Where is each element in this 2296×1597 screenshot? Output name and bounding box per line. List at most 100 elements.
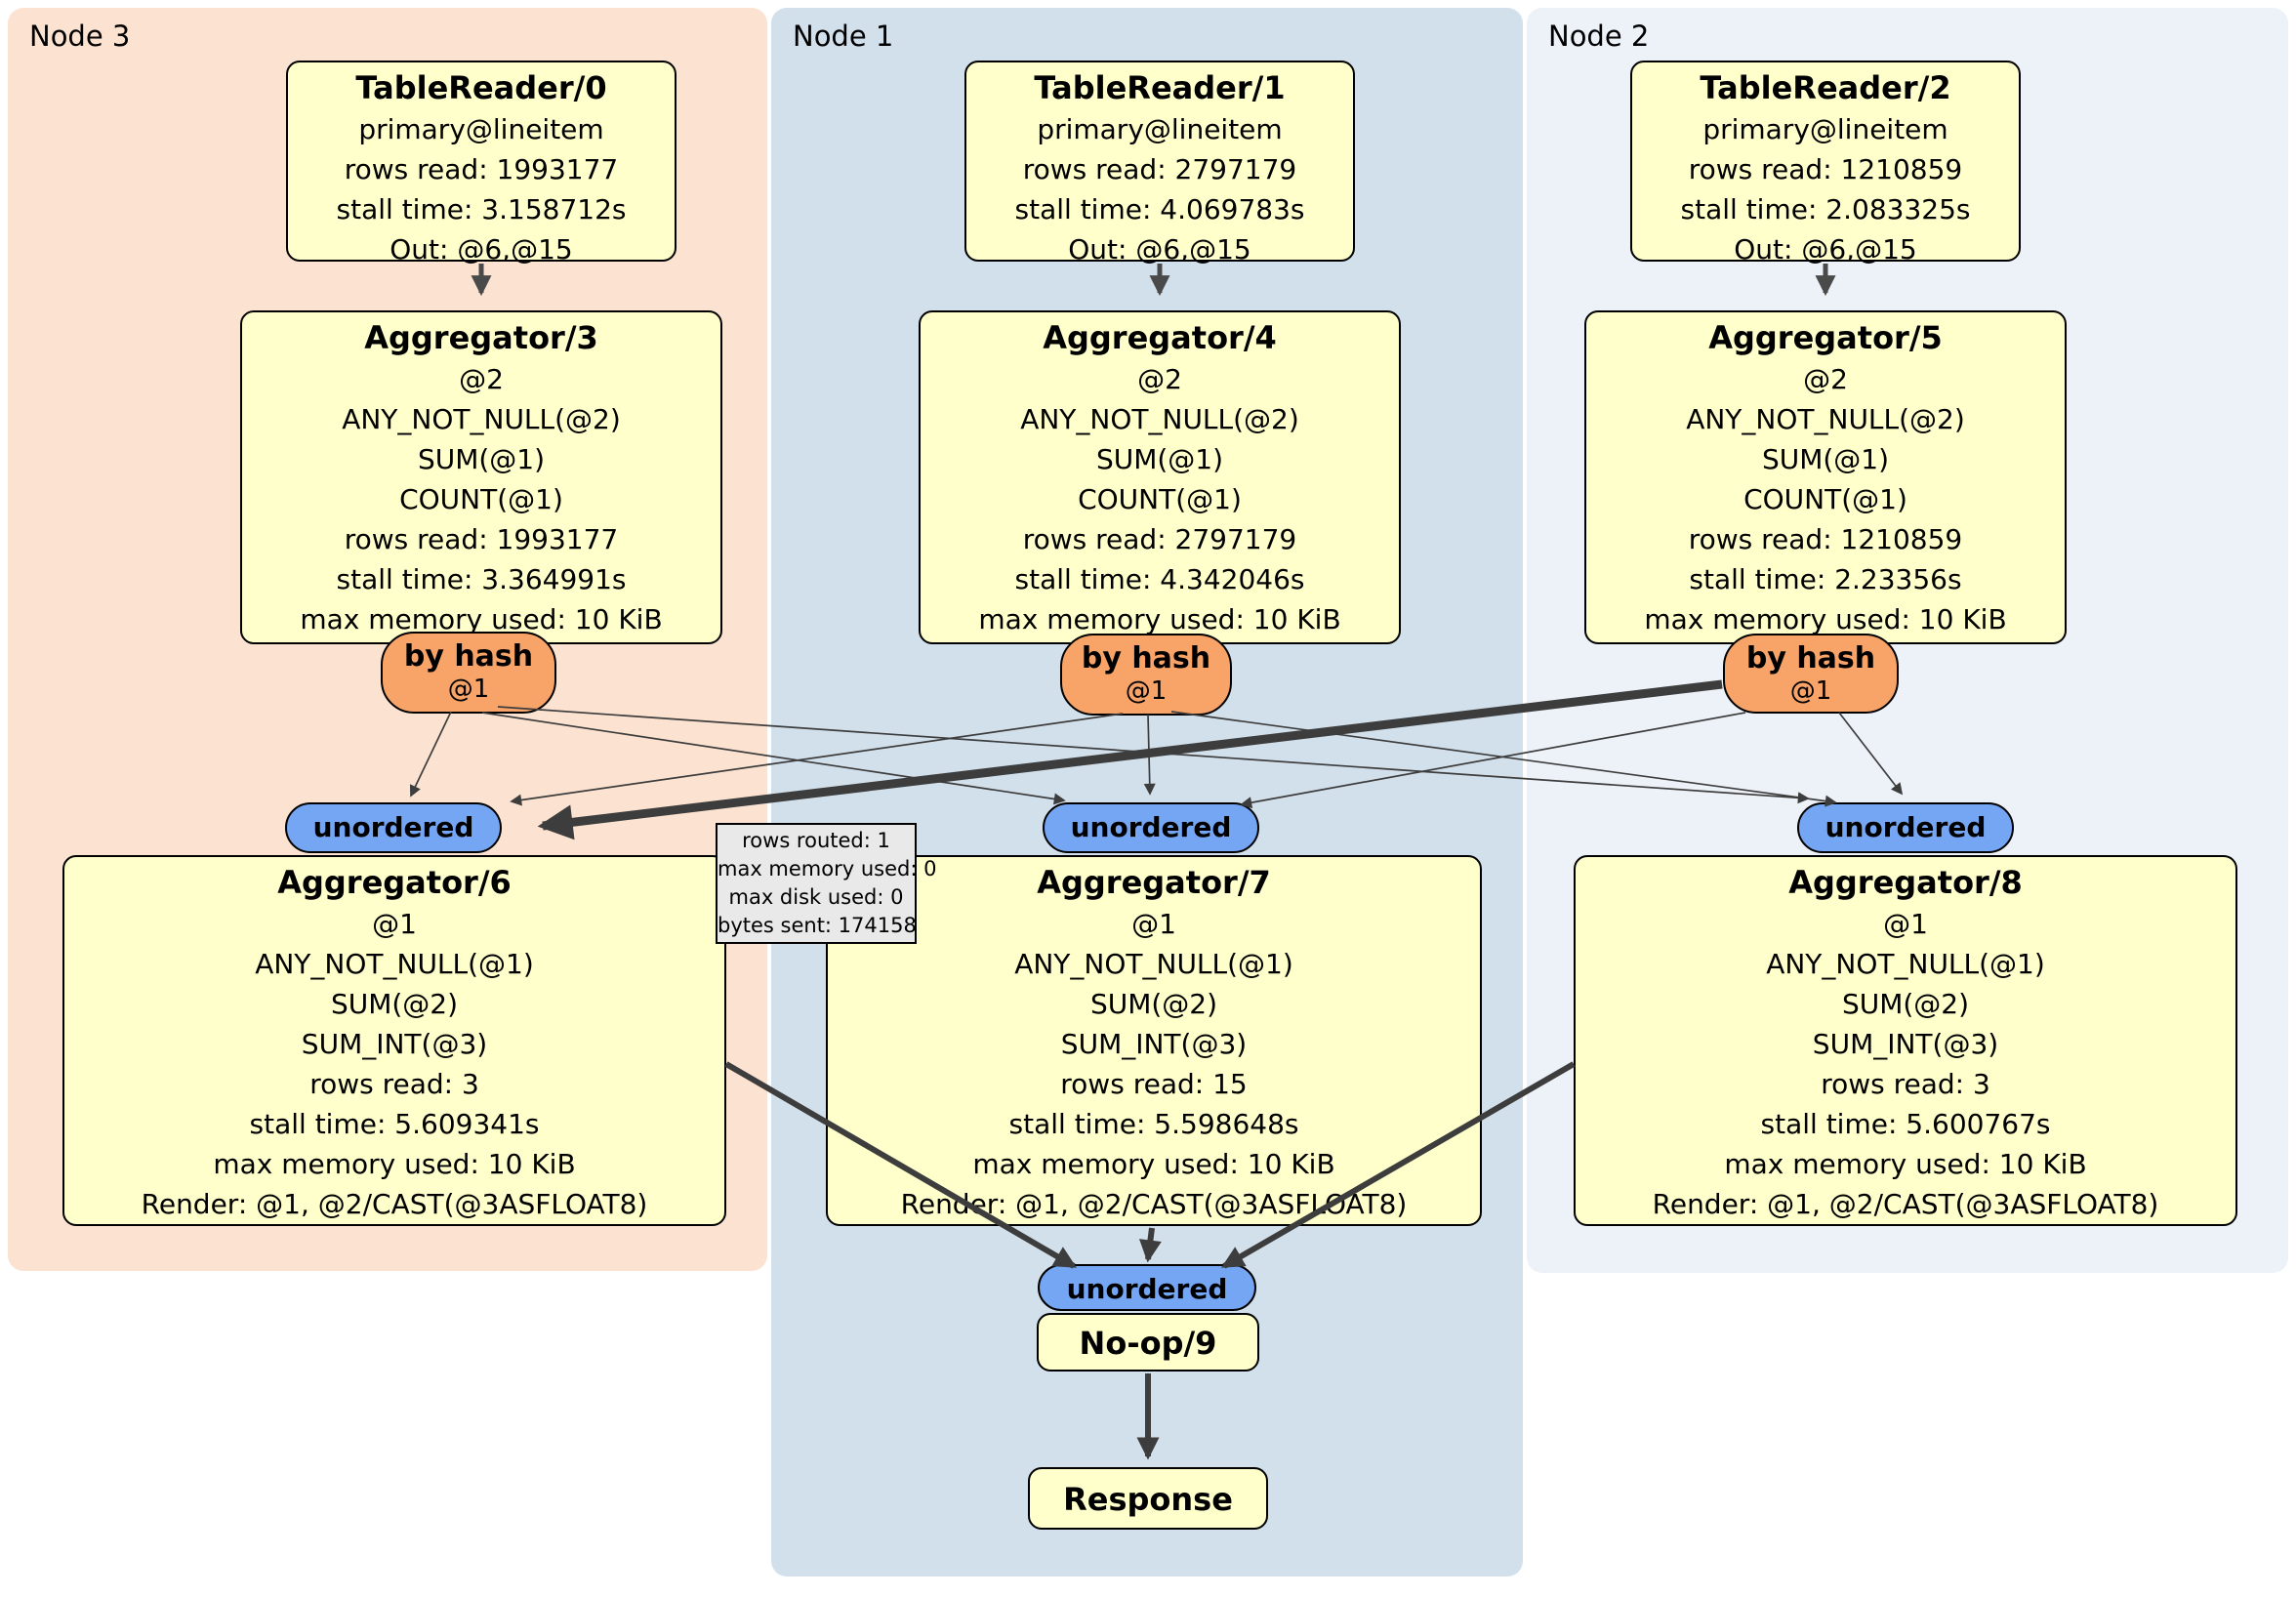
- processor-detail: primary@lineitem: [1037, 113, 1283, 145]
- processor-detail: max memory used: 10 KiB: [300, 603, 663, 635]
- processor-detail: SUM_INT(@3): [1812, 1028, 1999, 1060]
- processor-detail: stall time: 4.342046s: [1014, 563, 1305, 595]
- router-by-hash-node1[interactable]: by hash @1: [1060, 634, 1232, 716]
- processor-aggregator-4[interactable]: Aggregator/4 @2 ANY_NOT_NULL(@2) SUM(@1)…: [919, 310, 1401, 644]
- sync-label: unordered: [1066, 1273, 1228, 1305]
- processor-detail: COUNT(@1): [399, 483, 563, 515]
- sync-unordered-node3[interactable]: unordered: [285, 802, 502, 853]
- processor-detail: rows read: 3: [309, 1068, 479, 1100]
- processor-tablereader-0[interactable]: TableReader/0 primary@lineitem rows read…: [286, 61, 676, 266]
- processor-detail: @2: [459, 363, 504, 395]
- processor-title: TableReader/0: [355, 69, 607, 106]
- processor-detail: ANY_NOT_NULL(@2): [342, 403, 621, 435]
- router-by-hash-node2[interactable]: by hash @1: [1723, 634, 1899, 714]
- processor-aggregator-6[interactable]: Aggregator/6 @1 ANY_NOT_NULL(@1) SUM(@2)…: [62, 855, 726, 1226]
- processor-title: No-op/9: [1079, 1325, 1217, 1362]
- processor-detail: COUNT(@1): [1743, 483, 1907, 515]
- processor-title: Aggregator/6: [277, 864, 512, 901]
- tooltip-line: max disk used: 0: [728, 885, 904, 909]
- processor-detail: rows read: 2797179: [1022, 523, 1297, 555]
- processor-detail: max memory used: 10 KiB: [213, 1148, 576, 1180]
- processor-title: TableReader/2: [1700, 69, 1951, 106]
- processor-aggregator-5[interactable]: Aggregator/5 @2 ANY_NOT_NULL(@2) SUM(@1)…: [1584, 310, 2067, 644]
- processor-detail: max memory used: 10 KiB: [1644, 603, 2007, 635]
- processor-title: TableReader/1: [1034, 69, 1286, 106]
- processor-detail: SUM(@2): [1841, 988, 1970, 1020]
- processor-detail: stall time: 2.23356s: [1689, 563, 1962, 595]
- processor-detail: max memory used: 10 KiB: [972, 1148, 1335, 1180]
- processor-detail: @2: [1803, 363, 1848, 395]
- processor-detail: rows read: 1993177: [344, 153, 619, 185]
- sync-unordered-node2[interactable]: unordered: [1797, 802, 2014, 853]
- tooltip-line: bytes sent: 174158: [718, 914, 917, 937]
- processor-detail: rows read: 1993177: [344, 523, 619, 555]
- tooltip-line: max memory used: 0: [718, 857, 937, 880]
- group-node2-label: Node 2: [1548, 20, 1650, 53]
- processor-detail: COUNT(@1): [1078, 483, 1242, 515]
- processor-detail: SUM_INT(@3): [301, 1028, 488, 1060]
- processor-detail: SUM(@1): [1761, 443, 1890, 475]
- processor-detail: Render: @1, @2/CAST(@3ASFLOAT8): [141, 1188, 648, 1220]
- processor-detail: Render: @1, @2/CAST(@3ASFLOAT8): [900, 1188, 1408, 1220]
- processor-detail: SUM(@1): [1095, 443, 1224, 475]
- processor-detail: Render: @1, @2/CAST(@3ASFLOAT8): [1652, 1188, 2159, 1220]
- router-by-hash-node3[interactable]: by hash @1: [381, 632, 556, 714]
- router-hash-columns: @1: [1125, 676, 1168, 706]
- processor-aggregator-7[interactable]: Aggregator/7 @1 ANY_NOT_NULL(@1) SUM(@2)…: [826, 855, 1482, 1226]
- processor-detail: @1: [1883, 908, 1928, 940]
- processor-aggregator-8[interactable]: Aggregator/8 @1 ANY_NOT_NULL(@1) SUM(@2)…: [1574, 855, 2237, 1226]
- processor-detail: max memory used: 10 KiB: [978, 603, 1341, 635]
- processor-detail: ANY_NOT_NULL(@1): [1014, 948, 1293, 980]
- processor-detail: stall time: 3.158712s: [336, 193, 627, 225]
- processor-detail: ANY_NOT_NULL(@2): [1020, 403, 1299, 435]
- processor-aggregator-3[interactable]: Aggregator/3 @2 ANY_NOT_NULL(@2) SUM(@1)…: [240, 310, 722, 644]
- processor-detail: @1: [372, 908, 417, 940]
- router-label: by hash: [1081, 641, 1211, 676]
- processor-detail: SUM(@1): [417, 443, 546, 475]
- processor-title: Aggregator/5: [1708, 319, 1943, 356]
- processor-detail: ANY_NOT_NULL(@1): [1766, 948, 2045, 980]
- stream-stats-tooltip: rows routed: 1 max memory used: 0 max di…: [716, 823, 937, 944]
- processor-detail: @1: [1131, 908, 1176, 940]
- sync-unordered-final[interactable]: unordered: [1038, 1264, 1256, 1311]
- sync-label: unordered: [1070, 811, 1232, 843]
- processor-detail: stall time: 5.609341s: [249, 1108, 540, 1140]
- processor-noop-9[interactable]: No-op/9: [1037, 1313, 1259, 1372]
- sync-unordered-node1[interactable]: unordered: [1043, 802, 1259, 853]
- processor-detail: rows read: 3: [1821, 1068, 1990, 1100]
- router-hash-columns: @1: [1789, 676, 1832, 706]
- processor-tablereader-1[interactable]: TableReader/1 primary@lineitem rows read…: [964, 61, 1355, 266]
- group-node3-label: Node 3: [29, 20, 131, 53]
- processor-detail: SUM(@2): [330, 988, 459, 1020]
- processor-detail: rows read: 15: [1060, 1068, 1248, 1100]
- processor-detail: rows read: 1210859: [1688, 153, 1963, 185]
- processor-response[interactable]: Response: [1028, 1467, 1268, 1530]
- processor-detail: rows read: 2797179: [1022, 153, 1297, 185]
- processor-detail: Out: @6,@15: [390, 233, 573, 266]
- processor-detail: Out: @6,@15: [1068, 233, 1251, 266]
- processor-detail: primary@lineitem: [1702, 113, 1948, 145]
- processor-detail: ANY_NOT_NULL(@1): [255, 948, 534, 980]
- processor-detail: SUM_INT(@3): [1060, 1028, 1248, 1060]
- router-hash-columns: @1: [447, 675, 490, 704]
- processor-title: Response: [1063, 1481, 1233, 1518]
- tooltip-line: rows routed: 1: [742, 829, 890, 852]
- processor-title: Aggregator/7: [1037, 864, 1271, 901]
- processor-detail: max memory used: 10 KiB: [1724, 1148, 2087, 1180]
- sync-label: unordered: [312, 811, 474, 843]
- processor-detail: SUM(@2): [1089, 988, 1218, 1020]
- router-label: by hash: [1745, 641, 1876, 676]
- router-label: by hash: [403, 639, 534, 674]
- processor-detail: stall time: 3.364991s: [336, 563, 627, 595]
- processor-detail: Out: @6,@15: [1734, 233, 1917, 266]
- processor-title: Aggregator/4: [1043, 319, 1277, 356]
- processor-tablereader-2[interactable]: TableReader/2 primary@lineitem rows read…: [1630, 61, 2021, 266]
- processor-detail: ANY_NOT_NULL(@2): [1686, 403, 1965, 435]
- processor-detail: stall time: 4.069783s: [1014, 193, 1305, 225]
- sync-label: unordered: [1824, 811, 1987, 843]
- processor-detail: stall time: 2.083325s: [1680, 193, 1971, 225]
- processor-detail: stall time: 5.600767s: [1760, 1108, 2051, 1140]
- processor-title: Aggregator/3: [364, 319, 598, 356]
- processor-detail: rows read: 1210859: [1688, 523, 1963, 555]
